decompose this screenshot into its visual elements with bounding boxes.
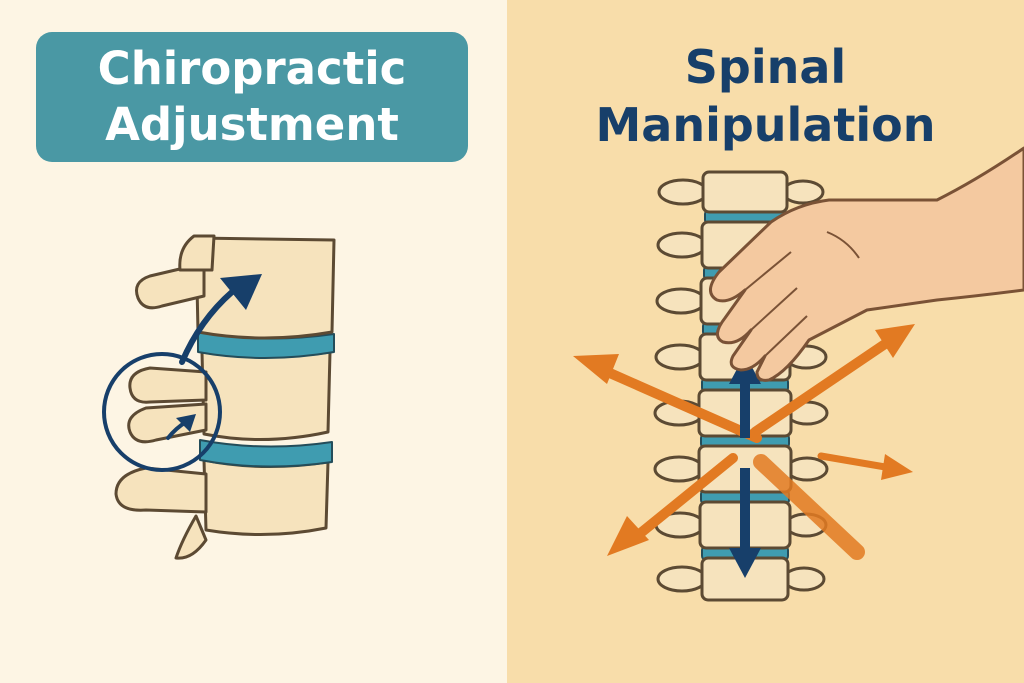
orange-arrow-lower-right-icon <box>753 454 865 560</box>
lower-arrow-head <box>176 414 196 432</box>
left-process <box>655 287 707 315</box>
middle-upper-process <box>128 366 208 404</box>
hand-icon <box>709 146 1024 382</box>
force-arrows <box>573 324 915 560</box>
left-process <box>656 565 708 593</box>
left-process <box>654 343 706 371</box>
left-title-line-2: Adjustment <box>105 98 399 151</box>
vertebra-icon <box>114 234 336 560</box>
lower-spinous-process <box>114 466 208 514</box>
top-vertebra-body <box>194 236 336 340</box>
right-process <box>782 566 826 592</box>
right-process <box>781 179 825 205</box>
left-process <box>656 231 708 259</box>
middle-lower-process <box>127 402 208 444</box>
left-title-badge: Chiropractic Adjustment <box>36 32 468 162</box>
circle-highlight-icon <box>102 352 222 472</box>
orange-arrow-right-icon <box>817 452 913 480</box>
orange-arrow-lower-left-icon <box>607 453 738 556</box>
orange-arrow-upper-right-icon <box>750 324 915 437</box>
navy-arrow-down-icon <box>729 468 761 578</box>
right-title-line-1: Spinal <box>684 40 847 94</box>
left-process <box>657 178 709 206</box>
top-superior-process <box>178 234 216 272</box>
lower-disc <box>199 439 333 468</box>
right-title: Spinal Manipulation <box>507 38 1024 154</box>
right-title-line-2: Manipulation <box>595 98 936 152</box>
orange-arrow-upper-left-icon <box>573 354 762 443</box>
spine-vertebra <box>701 170 789 214</box>
lower-vertebra-body <box>202 458 330 537</box>
left-panel: Chiropractic Adjustment <box>0 0 507 683</box>
left-process <box>653 455 705 483</box>
vertebra-illustration <box>102 234 336 560</box>
spine-illustration <box>573 146 1024 602</box>
lower-facet <box>174 514 208 560</box>
left-title-line-1: Chiropractic <box>97 42 407 95</box>
middle-vertebra-body <box>200 350 332 441</box>
upper-arrow-head <box>220 274 262 310</box>
top-spinous-process <box>135 260 206 310</box>
right-process <box>785 456 829 482</box>
right-panel: Spinal Manipulation <box>507 0 1024 683</box>
